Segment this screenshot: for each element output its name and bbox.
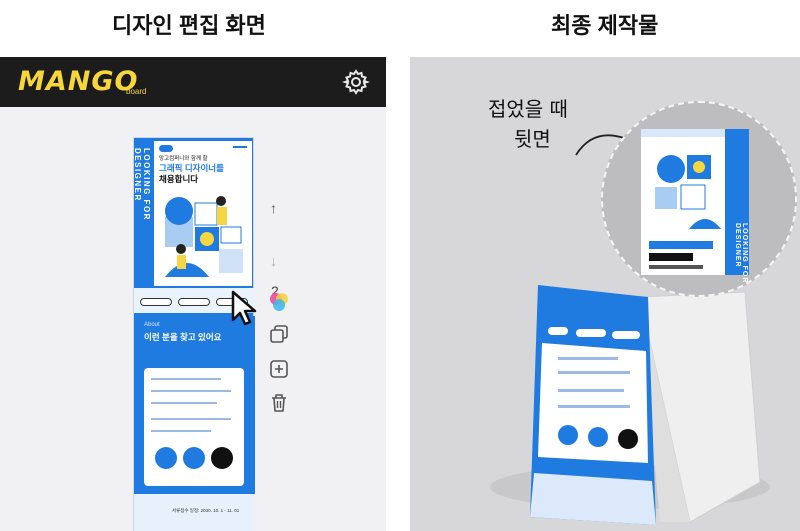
folded-back-preview bbox=[641, 129, 749, 275]
about-heading: 이런 분을 찾고 있어요 bbox=[144, 332, 222, 342]
stand-front-panel bbox=[530, 285, 656, 525]
poster-about-section: About 이런 분을 찾고 있어요 서류접수 일정: 2030. 10. 1 … bbox=[134, 316, 255, 531]
poster-line1: 망고컴퍼니와 함께 할 bbox=[159, 156, 208, 162]
info-pill bbox=[140, 298, 172, 306]
color-palette-icon[interactable] bbox=[268, 291, 290, 313]
add-page-icon[interactable] bbox=[269, 359, 289, 379]
mouse-cursor-icon bbox=[231, 290, 257, 326]
poster-footer-text: 서류접수 일정: 2030. 10. 1 - 11. 01 bbox=[172, 508, 240, 513]
poster-illustration bbox=[165, 196, 243, 277]
arrow-down-icon[interactable]: ↓ bbox=[270, 253, 277, 269]
zoom-callout: LOOKING FOR DESIGNER bbox=[601, 101, 797, 297]
editor-heading: 디자인 편집 화면 bbox=[112, 13, 266, 38]
editor-topbar: MANGO board bbox=[0, 57, 386, 107]
annotation-line1: 접었을 때 bbox=[488, 97, 568, 121]
info-pill bbox=[178, 298, 210, 306]
about-label: About bbox=[144, 322, 160, 328]
poster-side-text: LOOKING FOR DESIGNER bbox=[133, 148, 151, 221]
text-line bbox=[151, 402, 217, 404]
text-line bbox=[151, 418, 231, 420]
poster-top-section: 망고컴퍼니와 함께 할 그래픽 디자이너를 채용합니다 bbox=[154, 141, 252, 286]
mango-logo[interactable]: MANGO bbox=[18, 66, 139, 97]
zoom-side-text: LOOKING FOR DESIGNER bbox=[734, 223, 748, 284]
poster-line3: 채용합니다 bbox=[159, 174, 199, 184]
poster-canvas[interactable]: LOOKING FOR DESIGNER 망고컴퍼니와 함께 할 그래픽 디자이… bbox=[133, 137, 255, 531]
duplicate-icon[interactable] bbox=[269, 324, 289, 344]
text-line bbox=[151, 430, 211, 432]
text-line bbox=[151, 378, 221, 380]
about-card bbox=[144, 368, 244, 486]
arrow-up-icon[interactable]: ↑ bbox=[270, 200, 277, 216]
skill-circles bbox=[155, 447, 233, 469]
poster-tag bbox=[159, 145, 173, 152]
about-footer: 서류접수 일정: 2030. 10. 1 - 11. 01 bbox=[134, 494, 255, 531]
page-number: 2 bbox=[271, 283, 279, 299]
logo-subtitle: board bbox=[126, 87, 147, 96]
annotation-line2: 뒷면 bbox=[514, 127, 551, 151]
trash-icon[interactable] bbox=[270, 393, 288, 413]
poster-line2: 그래픽 디자이너를 bbox=[159, 163, 224, 173]
poster-web-line bbox=[233, 146, 247, 148]
editor-panel: MANGO board LOOKING FOR DESIGNER 망고컴퍼니와 … bbox=[0, 57, 386, 531]
gear-icon[interactable] bbox=[342, 68, 370, 96]
text-line bbox=[151, 390, 231, 392]
result-heading: 최종 제작물 bbox=[551, 13, 659, 38]
